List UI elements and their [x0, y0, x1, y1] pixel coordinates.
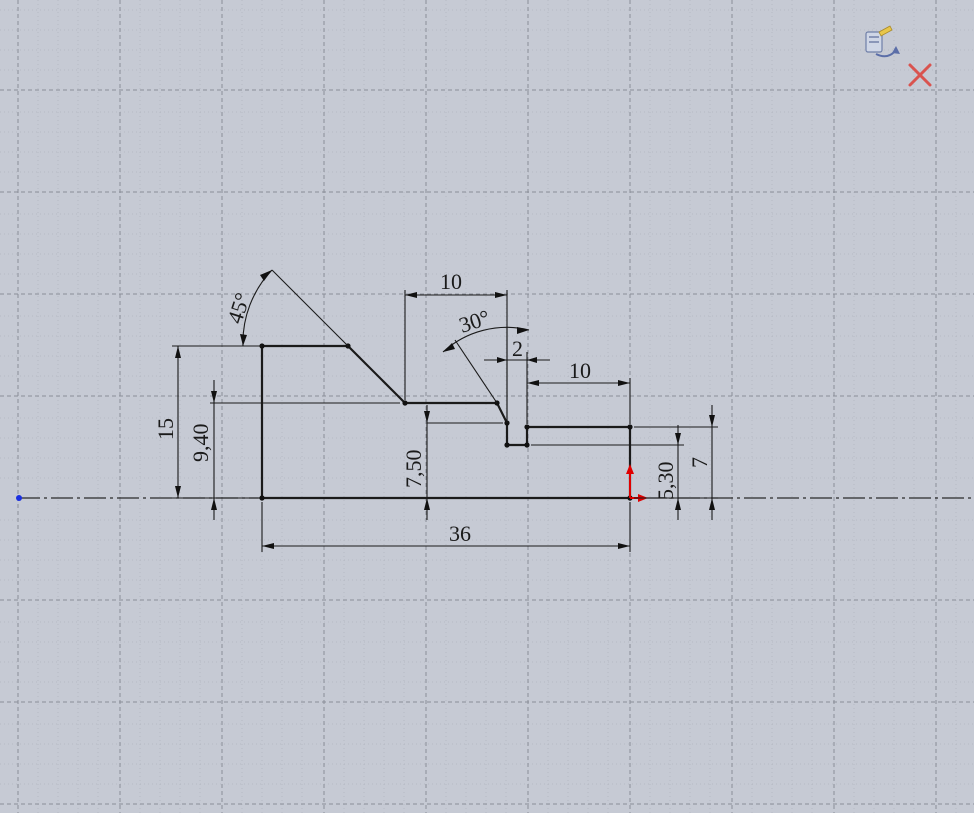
dimension-overall-width-value[interactable]: 36: [449, 521, 471, 546]
dimension-right-low-height[interactable]: 5,30: [531, 425, 684, 520]
dimension-right-step-width-value[interactable]: 10: [569, 358, 591, 383]
vertex[interactable]: [402, 400, 408, 406]
dimension-right-step-width[interactable]: 10: [527, 358, 631, 424]
dimension-right-height[interactable]: 7: [634, 405, 718, 520]
dimension-total-height-value[interactable]: 15: [153, 418, 178, 440]
dimension-overall-width[interactable]: 36: [261, 502, 631, 552]
dimension-center-height-value[interactable]: 7,50: [401, 450, 426, 489]
origin-point[interactable]: [16, 495, 22, 501]
vertex[interactable]: [524, 442, 530, 448]
dimension-left-angle-value[interactable]: 45°: [222, 290, 255, 327]
dimension-center-height[interactable]: 7,50: [401, 405, 503, 520]
dimension-right-height-value[interactable]: 7: [687, 457, 712, 468]
dimension-step-height-value[interactable]: 9,40: [188, 424, 213, 463]
rebuild-confirm-icon[interactable]: [865, 25, 900, 58]
chamfer-30-edge[interactable]: [496, 402, 508, 424]
cancel-x-icon[interactable]: [908, 63, 932, 87]
sketch-profile[interactable]: [260, 344, 632, 500]
vertex[interactable]: [504, 442, 510, 448]
dimension-slot-width-value[interactable]: 2: [512, 336, 523, 361]
vertex[interactable]: [259, 495, 265, 501]
origin-y-arrow: [626, 464, 634, 474]
dimension-slot-width[interactable]: 2: [484, 336, 550, 424]
dimension-right-low-height-value[interactable]: 5,30: [653, 462, 678, 501]
dimension-top-width-value[interactable]: 10: [440, 269, 462, 294]
vertex[interactable]: [627, 424, 633, 430]
confirm-corner: [865, 25, 932, 87]
origin-axes: [626, 464, 648, 502]
vertex[interactable]: [524, 424, 530, 430]
dimension-right-angle-value[interactable]: 30°: [456, 304, 493, 337]
dimension-top-width[interactable]: 10: [404, 269, 508, 420]
dimension-step-height[interactable]: 9,40: [188, 380, 400, 520]
dimension-right-angle[interactable]: 30°: [442, 304, 530, 423]
chamfer-45-edge[interactable]: [347, 345, 406, 404]
dimension-left-angle[interactable]: 45°: [222, 269, 349, 347]
